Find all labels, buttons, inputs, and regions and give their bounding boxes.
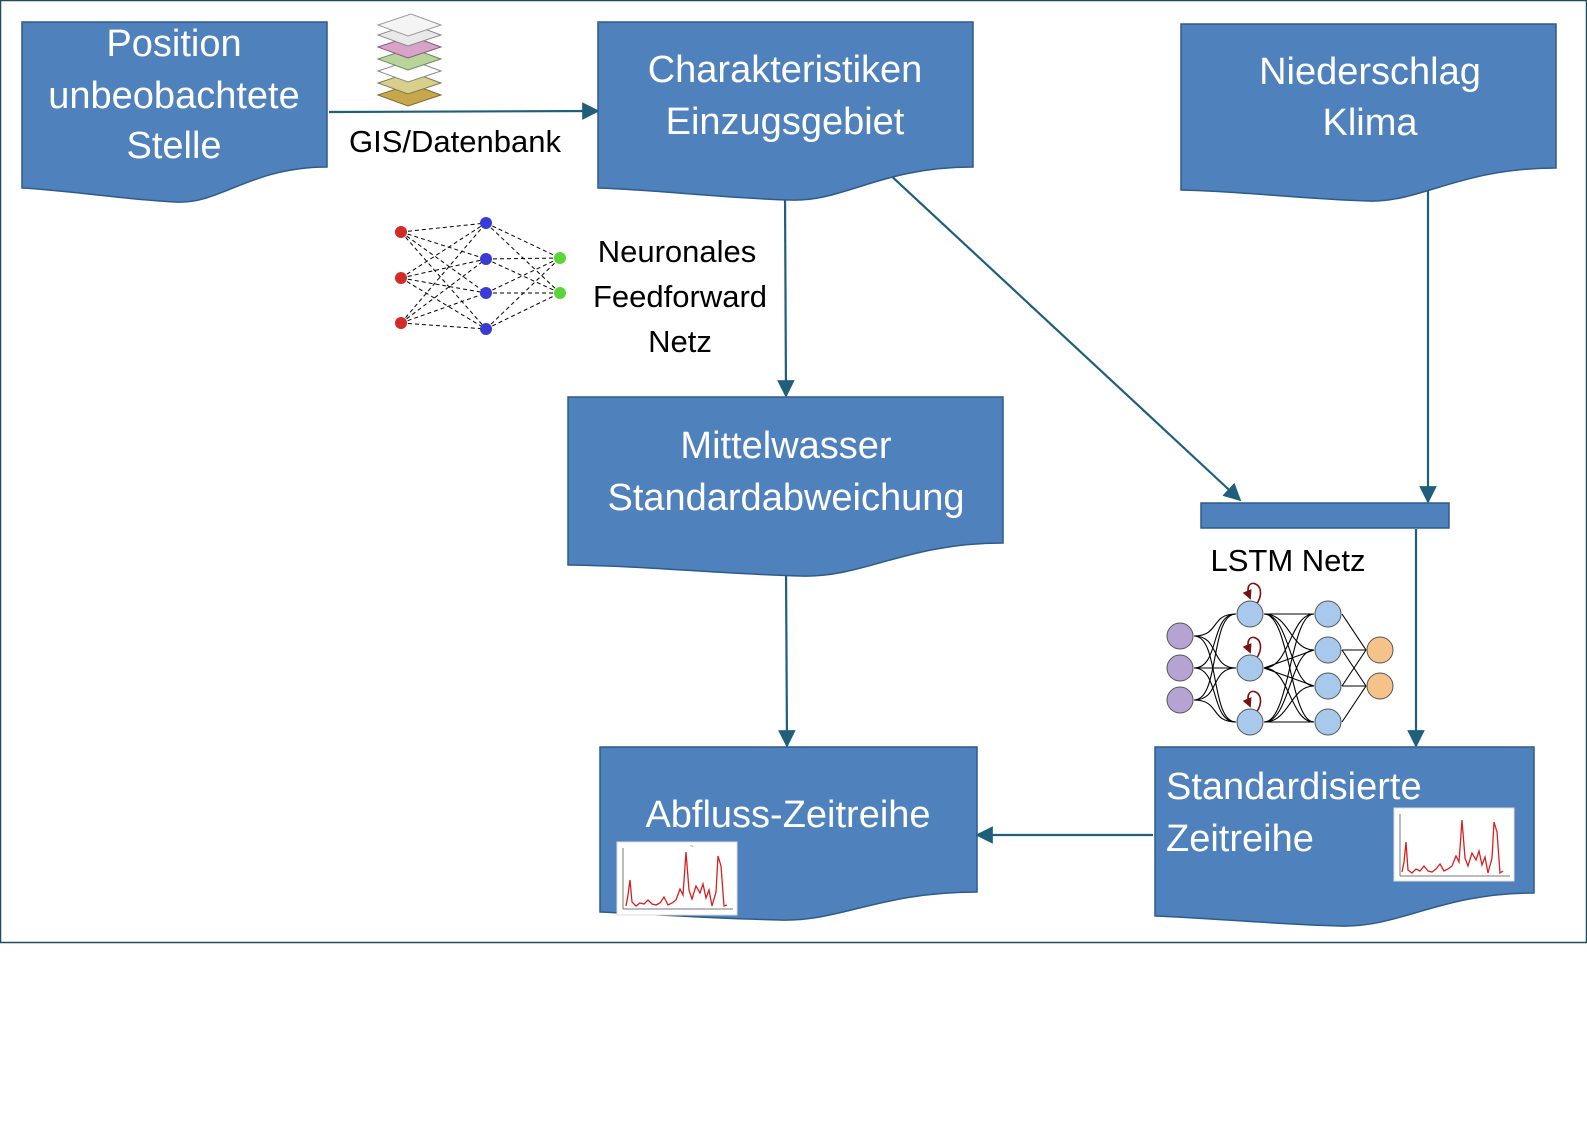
lstm-cell-node	[1236, 654, 1264, 682]
lstm-output-node	[1366, 636, 1394, 664]
lstm-input-bar	[1200, 502, 1450, 529]
ffnn-connections	[400, 222, 561, 330]
ffnn-input-node	[395, 272, 407, 284]
gis-layers-icon	[376, 13, 443, 107]
box-position-line-3: Stelle	[126, 125, 221, 167]
box-mean-water-line-1: Mittelwasser	[680, 425, 891, 467]
lstm-dense-node	[1314, 708, 1342, 736]
label-ffnn-line-2: Feedforward	[593, 279, 767, 314]
arrow-characteristics-to-lstm	[886, 171, 1242, 502]
ffnn-hidden-node	[480, 253, 492, 265]
label-ffnn-line-1: Neuronales	[598, 234, 757, 269]
lstm-dense-node	[1314, 636, 1342, 664]
box-precipitation-line-2: Klima	[1322, 102, 1418, 144]
box-characteristics-line-1: Charakteristiken	[648, 49, 923, 91]
lstm-input-node	[1166, 686, 1194, 714]
lstm-input-node	[1166, 654, 1194, 682]
lstm-dense-node	[1314, 672, 1342, 700]
arrow-meanwater-to-discharge	[778, 565, 796, 748]
box-precipitation-line-1: Niederschlag	[1259, 51, 1481, 93]
label-ffnn-line-3: Netz	[648, 324, 712, 359]
box-precipitation[interactable]: Niederschlag Klima	[1180, 23, 1557, 202]
box-characteristics-line-2: Einzugsgebiet	[666, 101, 905, 143]
time-series-chart-icon	[1393, 807, 1515, 882]
label-lstm-network: LSTM Netz	[1210, 543, 1365, 578]
lstm-dense-node	[1314, 600, 1342, 628]
svg-text:~: ~	[690, 844, 694, 850]
ffnn-input-node	[395, 317, 407, 329]
box-characteristics[interactable]: Charakteristiken Einzugsgebiet	[597, 21, 974, 201]
ffnn-hidden-node	[480, 287, 492, 299]
lstm-output-node	[1366, 672, 1394, 700]
connector-arrows	[328, 102, 1437, 844]
box-standardized-line-1: Standardisierte	[1166, 766, 1422, 808]
lstm-cell-node	[1236, 600, 1264, 628]
box-position-line-1: Position	[106, 23, 241, 65]
ffnn-input-node	[395, 226, 407, 238]
box-mean-water-line-2: Standardabweichung	[607, 477, 964, 519]
box-position-line-2: unbeobachtete	[48, 75, 299, 117]
label-gis-database: GIS/Datenbank	[349, 124, 561, 159]
lstm-network-icon	[1166, 582, 1394, 736]
box-discharge-line-1: Abfluss-Zeitreihe	[645, 794, 930, 836]
box-position[interactable]: Position unbeobachtete Stelle	[21, 21, 328, 203]
arrow-position-to-characteristics	[328, 102, 600, 120]
lstm-input-node	[1166, 622, 1194, 650]
ffnn-output-node	[554, 287, 566, 299]
feedforward-network-icon	[395, 217, 566, 335]
lstm-recurrent-loops	[1242, 582, 1262, 714]
ffnn-hidden-node	[480, 217, 492, 229]
ffnn-output-node	[554, 252, 566, 264]
time-series-chart-icon: ~	[616, 841, 738, 916]
lstm-cell-node	[1236, 708, 1264, 736]
box-standardized-line-2: Zeitreihe	[1166, 818, 1314, 860]
lstm-connections	[1193, 613, 1367, 723]
ffnn-hidden-node	[480, 323, 492, 335]
arrow-characteristics-to-meanwater	[777, 191, 795, 398]
box-mean-water[interactable]: Mittelwasser Standardabweichung	[567, 396, 1004, 577]
